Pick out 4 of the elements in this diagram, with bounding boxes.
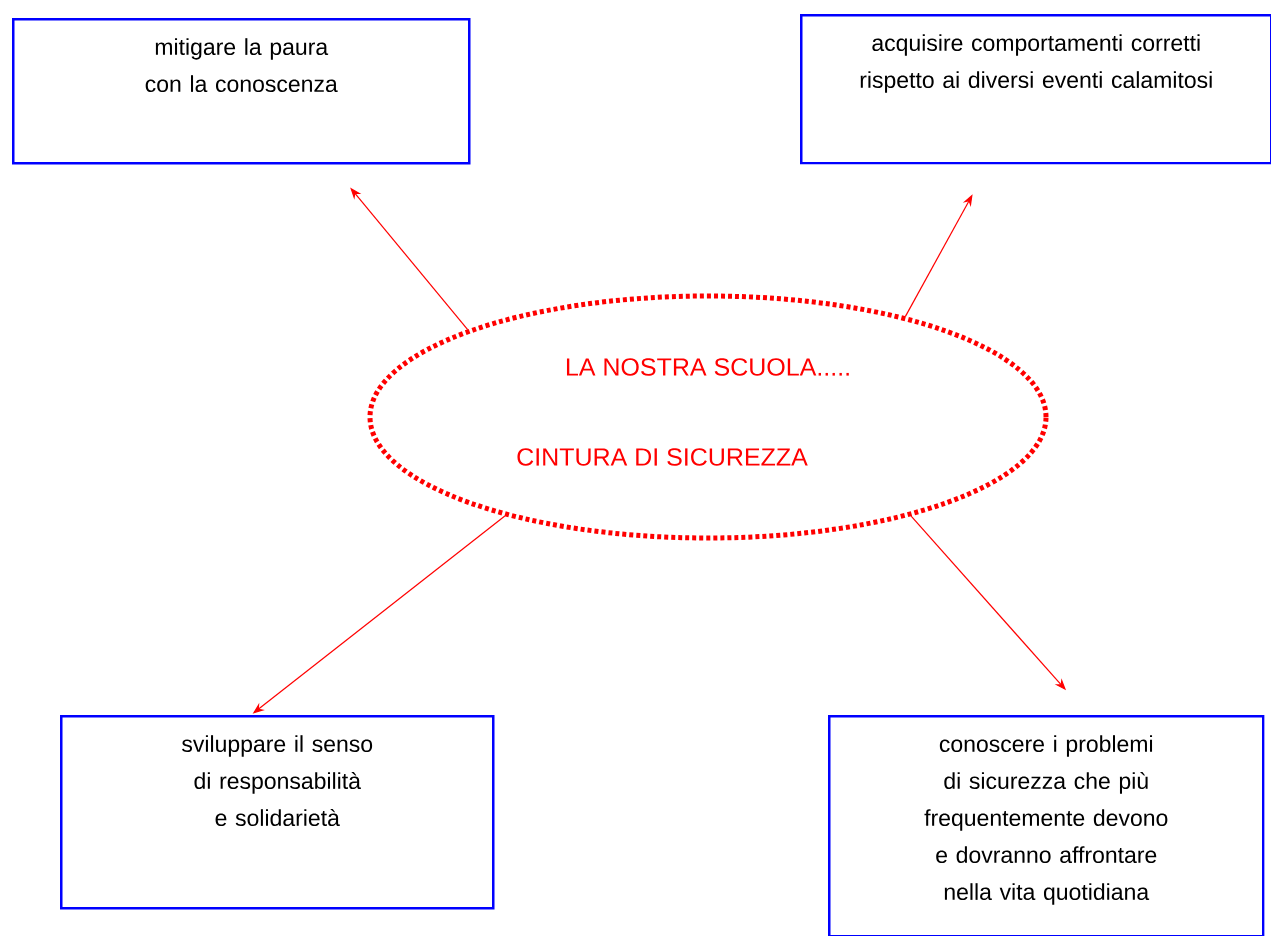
text-box: conoscere i problemi di sicurezza che più frequentemente devono e dovranno affrontare nella vita quotidiana: [828, 715, 1265, 936]
text-box: sviluppare il senso di responsabilità e solidarietà: [60, 715, 495, 910]
text-box: mitigare la paura con la conoscenza: [12, 18, 471, 165]
text-box: acquisire comportamenti corretti rispetto ai diversi eventi calamitosi: [800, 14, 1271, 165]
